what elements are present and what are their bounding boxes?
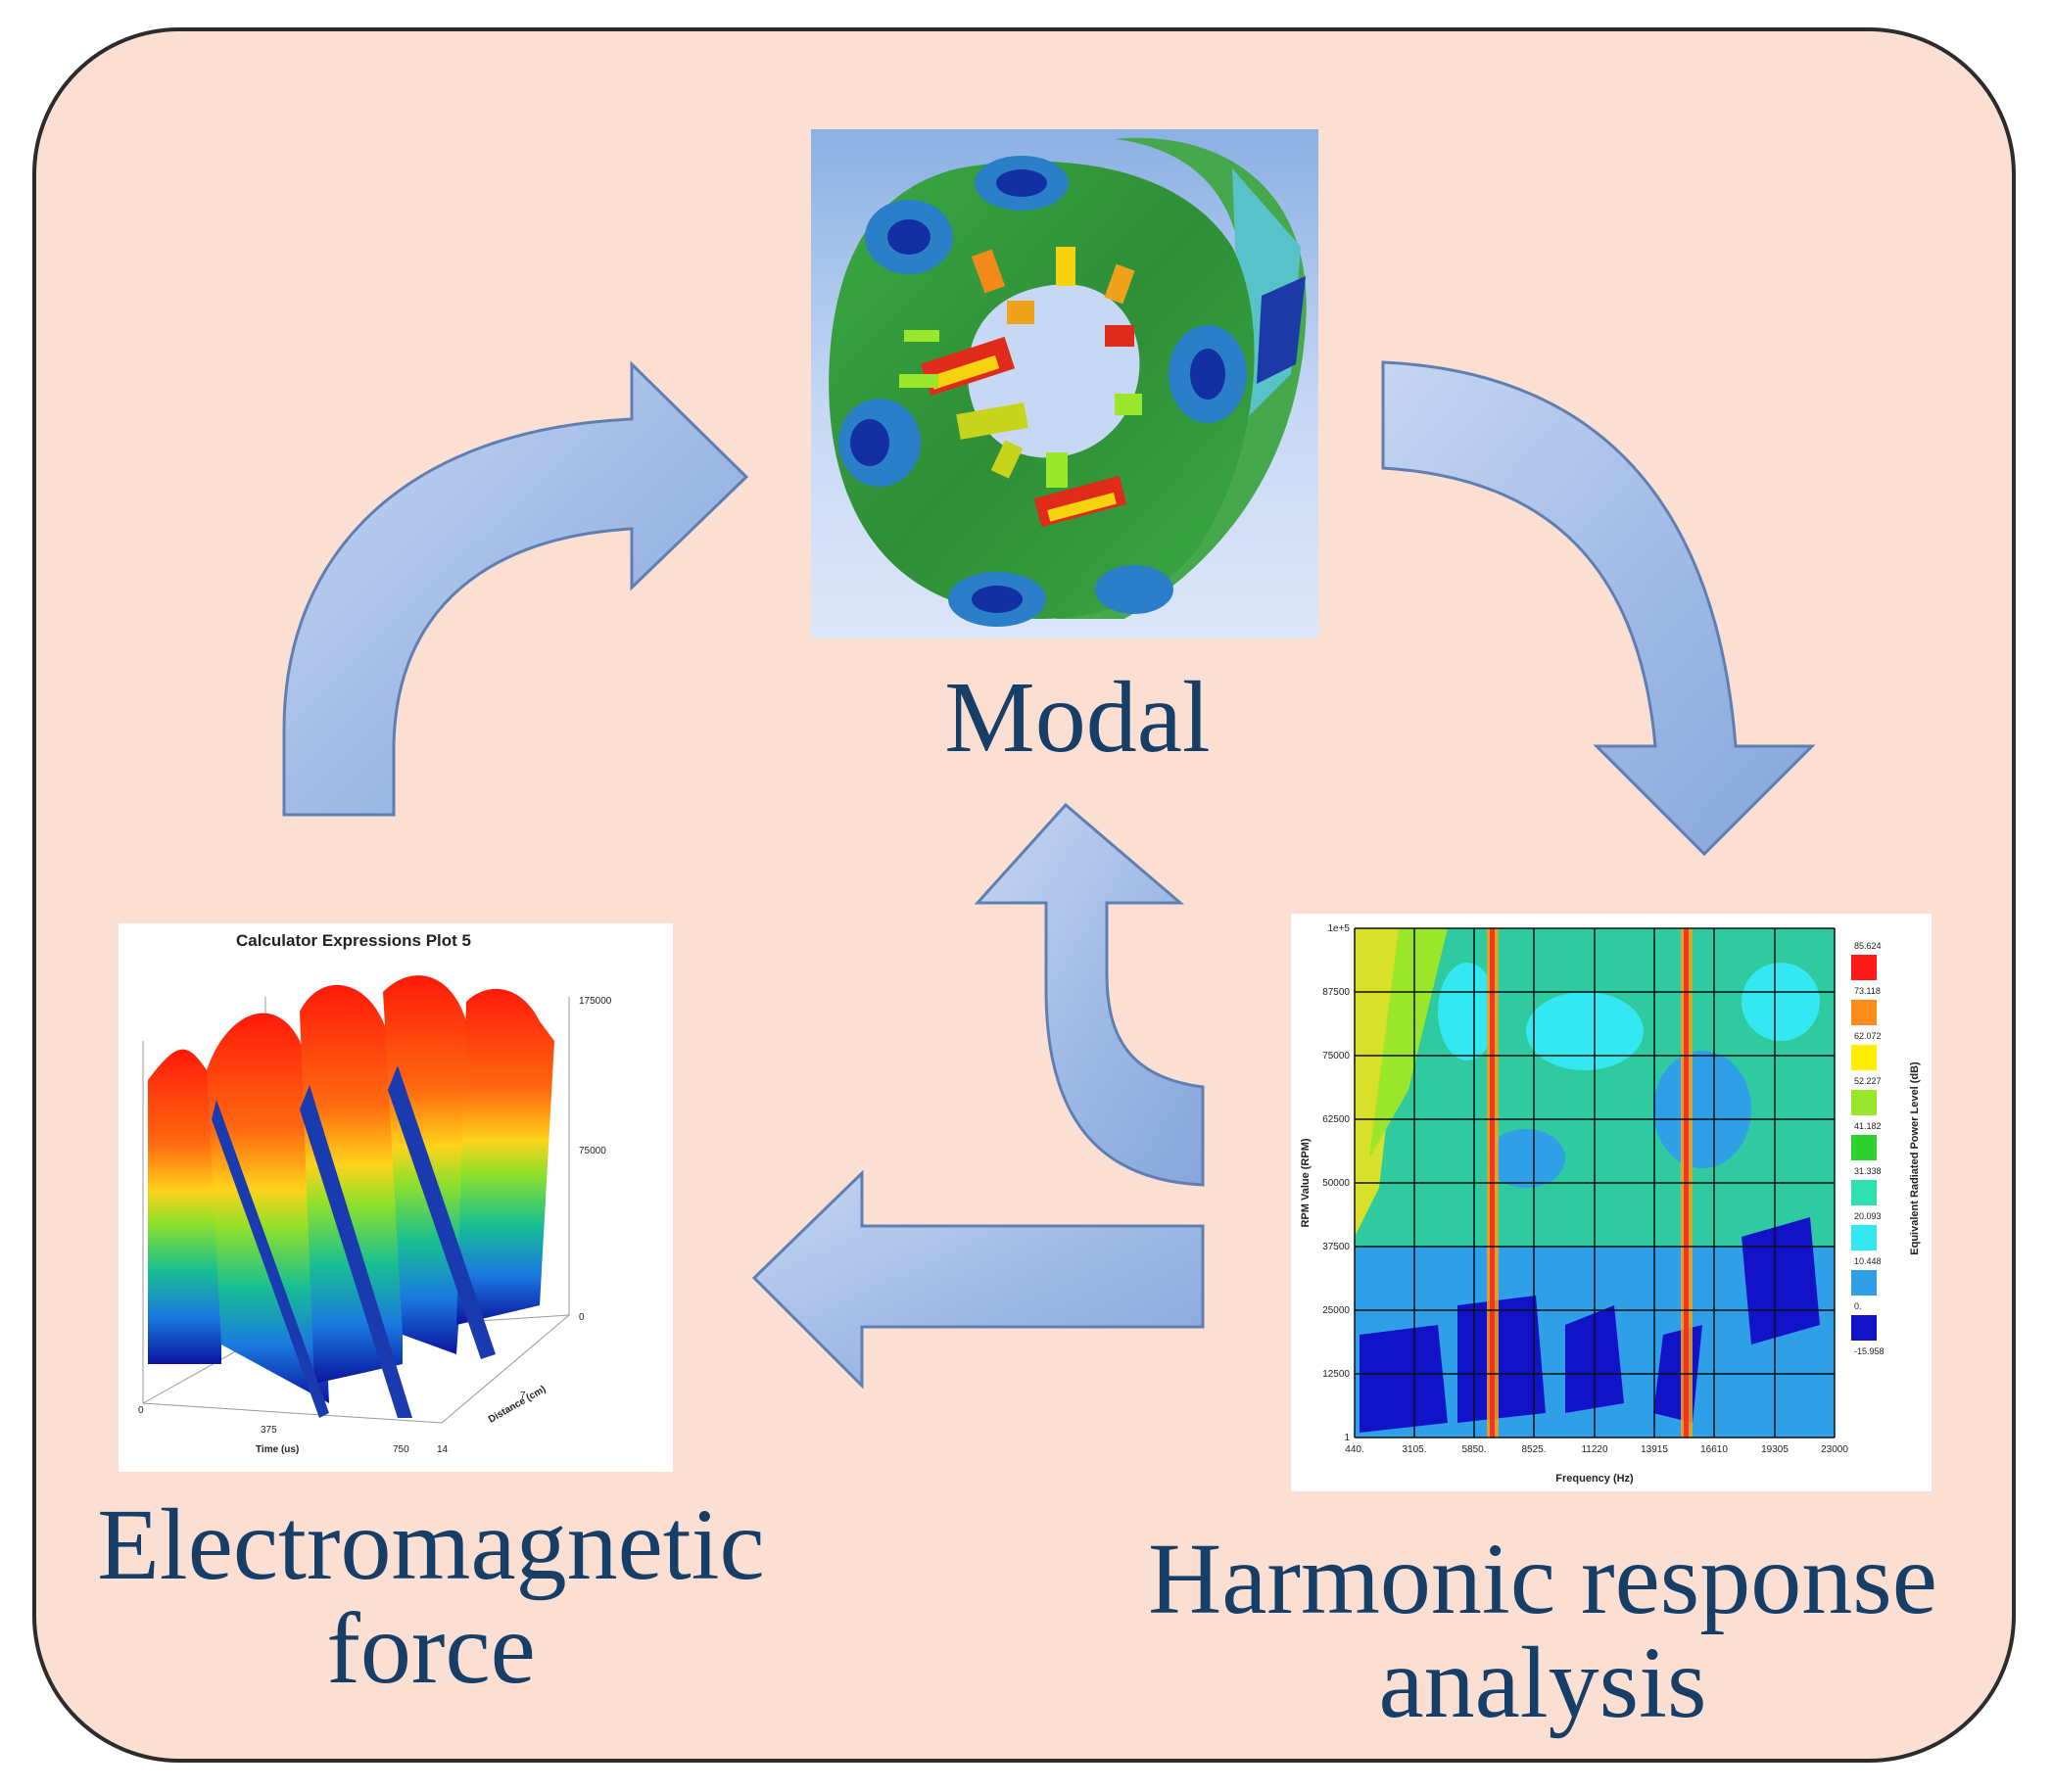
- em-force-plot: Calculator Expressions Plot 5 175000 750…: [119, 923, 673, 1472]
- harmonic-label-line2: analysis: [1378, 1627, 1707, 1740]
- arrow-harmonic-to-em: [751, 1169, 1205, 1390]
- y-tick-2: 75000: [1322, 1051, 1350, 1061]
- em-force-label-line2: force: [326, 1592, 536, 1706]
- x-tick-1: 375: [261, 1425, 277, 1436]
- z-tick-0: 175000: [579, 996, 612, 1007]
- x-tick-7: 19305: [1761, 1444, 1789, 1455]
- x-tick-3: 8525.: [1521, 1444, 1546, 1455]
- x-tick-2: 750: [393, 1444, 409, 1455]
- legend-value-5: 31.338: [1854, 1166, 1882, 1176]
- modal-label: Modal: [944, 661, 1211, 774]
- y-tick-0: 1e+5: [1327, 923, 1350, 934]
- harmonic-response-plot: 1e+5 87500 75000 62500 50000 37500 25000…: [1291, 914, 1932, 1491]
- harmonic-label-line1: Harmonic response: [1148, 1523, 1937, 1635]
- legend-swatch-7: [1851, 1270, 1877, 1296]
- legend-swatch-3: [1851, 1090, 1877, 1115]
- legend-value-2: 62.072: [1854, 1031, 1882, 1041]
- em-plot-title: Calculator Expressions Plot 5: [236, 931, 471, 950]
- em-force-graphic: Calculator Expressions Plot 5 175000 750…: [138, 931, 612, 1455]
- legend-swatch-5: [1851, 1180, 1877, 1205]
- em-force-label-line1: Electromagnetic: [97, 1488, 765, 1601]
- legend-value-7: 10.448: [1854, 1256, 1882, 1266]
- legend-value-6: 20.093: [1854, 1211, 1882, 1221]
- legend-swatch-2: [1851, 1045, 1877, 1070]
- legend-value-3: 52.227: [1854, 1076, 1882, 1086]
- x-tick-4: 11220: [1581, 1444, 1608, 1455]
- y-tick-5: 37500: [1322, 1242, 1350, 1252]
- legend-swatch-0: [1851, 955, 1877, 980]
- y-tick-7: 12500: [1322, 1369, 1350, 1380]
- modal-shape-image: [811, 129, 1318, 638]
- harmonic-contour-graphic: 1e+5 87500 75000 62500 50000 37500 25000…: [1300, 923, 1921, 1485]
- em-d-label: Distance (cm): [487, 1384, 548, 1425]
- y-tick-8: 1: [1344, 1433, 1350, 1443]
- d-tick-1: 14: [437, 1444, 449, 1455]
- legend-swatch-6: [1851, 1225, 1877, 1250]
- x-tick-2: 5850.: [1461, 1444, 1486, 1455]
- hr-legend-label: Equivalent Radiated Power Level (dB): [1909, 1061, 1921, 1255]
- x-tick-1: 3105.: [1402, 1444, 1426, 1455]
- d-tick-0: 7: [520, 1391, 526, 1401]
- stator-mode-graphic: [829, 137, 1307, 627]
- harmonic-label: Harmonic response analysis: [1077, 1523, 2008, 1740]
- x-tick-0: 440.: [1345, 1444, 1363, 1455]
- y-tick-4: 50000: [1322, 1178, 1350, 1189]
- x-tick-0: 0: [138, 1405, 144, 1416]
- arrow-em-to-modal: [282, 360, 749, 817]
- em-x-label: Time (us): [256, 1444, 299, 1455]
- hr-legend: 85.624 73.118 62.072 52.227 41.182 31.338 20.0…: [1851, 941, 1885, 1356]
- z-tick-1: 75000: [579, 1146, 606, 1156]
- y-tick-1: 87500: [1322, 987, 1350, 998]
- y-tick-6: 25000: [1322, 1305, 1350, 1316]
- legend-value-4: 41.182: [1854, 1121, 1882, 1131]
- legend-value-9: -15.958: [1854, 1346, 1885, 1356]
- legend-swatch-1: [1851, 1000, 1877, 1025]
- y-tick-3: 62500: [1322, 1114, 1350, 1125]
- x-tick-8: 23000: [1821, 1444, 1848, 1455]
- legend-value-1: 73.118: [1854, 986, 1881, 996]
- em-force-label: Electromagnetic force: [20, 1488, 842, 1706]
- x-tick-5: 13915: [1641, 1444, 1668, 1455]
- z-tick-2: 0: [579, 1312, 585, 1323]
- hr-x-label: Frequency (Hz): [1555, 1473, 1634, 1485]
- hr-y-label: RPM Value (RPM): [1300, 1138, 1312, 1227]
- legend-swatch-8: [1851, 1315, 1877, 1341]
- x-tick-6: 16610: [1700, 1444, 1728, 1455]
- arrow-modal-to-harmonic: [1381, 360, 1816, 857]
- legend-value-0: 85.624: [1854, 941, 1882, 951]
- legend-swatch-4: [1851, 1135, 1877, 1160]
- legend-value-8: 0.: [1854, 1301, 1862, 1311]
- arrow-harmonic-to-modal: [974, 802, 1205, 1187]
